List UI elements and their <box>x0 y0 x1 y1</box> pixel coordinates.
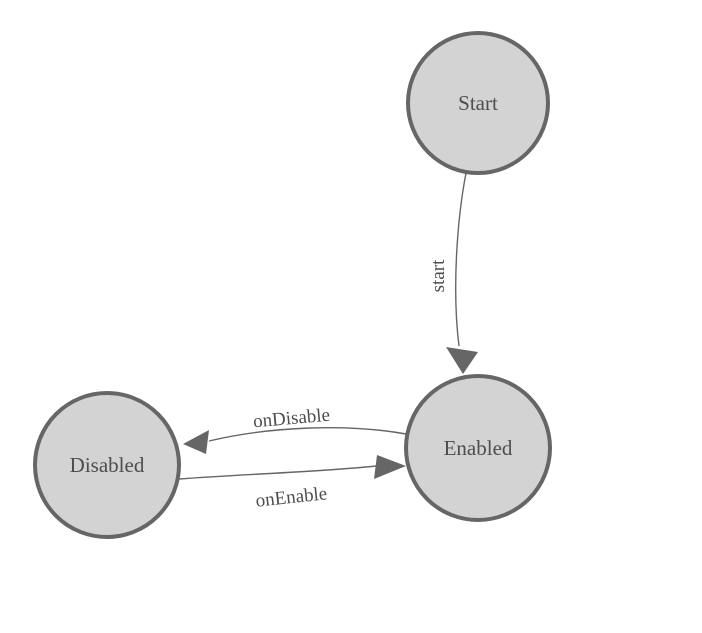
node-label-enabled: Enabled <box>444 436 513 460</box>
transition-edge-start <box>455 172 467 347</box>
transition-edge-ondisable <box>208 426 407 442</box>
state-circle-start[interactable] <box>406 31 550 175</box>
arrowhead-enabled-to-disabled-icon <box>183 430 209 454</box>
state-node-disabled[interactable]: Disabled <box>33 391 181 539</box>
edge-label-start: start <box>428 259 449 292</box>
arrowhead-disabled-to-enabled-icon <box>374 455 406 479</box>
edge-label-onenable: onEnable <box>255 483 329 511</box>
edge-line-start <box>455 172 467 347</box>
transition-edge-onenable <box>178 465 377 480</box>
state-circle-disabled[interactable] <box>33 391 181 539</box>
edge-line-onenable <box>178 465 377 480</box>
state-node-start[interactable]: Start <box>406 31 550 175</box>
state-node-enabled[interactable]: Enabled <box>404 374 552 522</box>
edge-line-ondisable <box>208 426 407 442</box>
state-circle-enabled[interactable] <box>404 374 552 522</box>
arrowhead-start-to-enabled-icon <box>446 347 478 374</box>
node-label-disabled: Disabled <box>70 453 145 477</box>
node-label-start: Start <box>458 91 498 115</box>
